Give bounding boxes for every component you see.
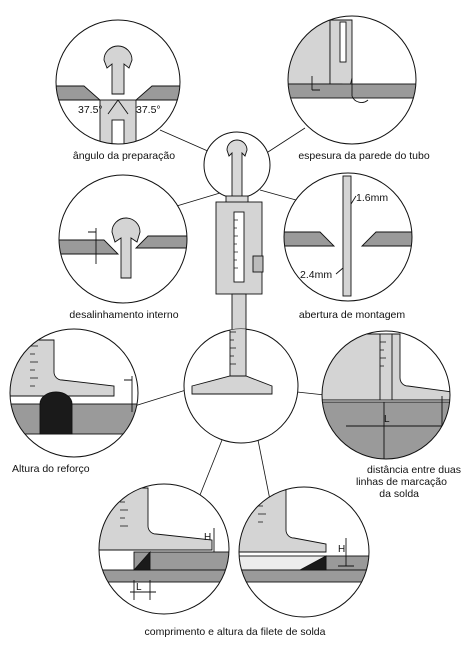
fillet-l-label: L — [136, 582, 142, 593]
angle-left-label: 37.5° — [78, 104, 103, 116]
caption-wall-thickness: espesura da parede do tubo — [298, 150, 430, 162]
fillet-h-label-right: H — [338, 544, 345, 555]
caption-angle: ângulo da preparação — [72, 150, 176, 162]
wall-thickness-detail — [287, 15, 417, 145]
center-gauge-circle — [183, 328, 299, 444]
fillet-length-detail — [98, 483, 230, 615]
angle-right-label: 37.5° — [136, 104, 161, 116]
caption-distance-line3: da solda — [379, 488, 419, 500]
fillet-h-label-left: H — [204, 532, 211, 543]
angle-detail — [55, 19, 181, 145]
caption-distance-line1: distância entre duas — [367, 464, 461, 476]
root-gap-detail — [283, 172, 413, 302]
caption-misalignment: desalinhamento interno — [69, 309, 179, 321]
connector-lines — [127, 127, 326, 501]
caption-root-gap: abertura de montagem — [298, 309, 406, 321]
reinforcement-detail — [9, 328, 139, 458]
gap-top-label: 1.6mm — [356, 192, 388, 204]
distance-l-label: L — [384, 414, 390, 425]
gap-bottom-label: 2.4mm — [300, 269, 332, 281]
fillet-height-detail — [238, 486, 370, 618]
caption-fillet: comprimento e altura da filete de solda — [144, 626, 326, 638]
caption-distance-line2: linhas de marcação — [355, 476, 447, 488]
caption-reinforcement: Altura do reforço — [12, 463, 90, 475]
distance-lines-detail — [321, 330, 451, 460]
misalignment-detail — [58, 174, 188, 304]
